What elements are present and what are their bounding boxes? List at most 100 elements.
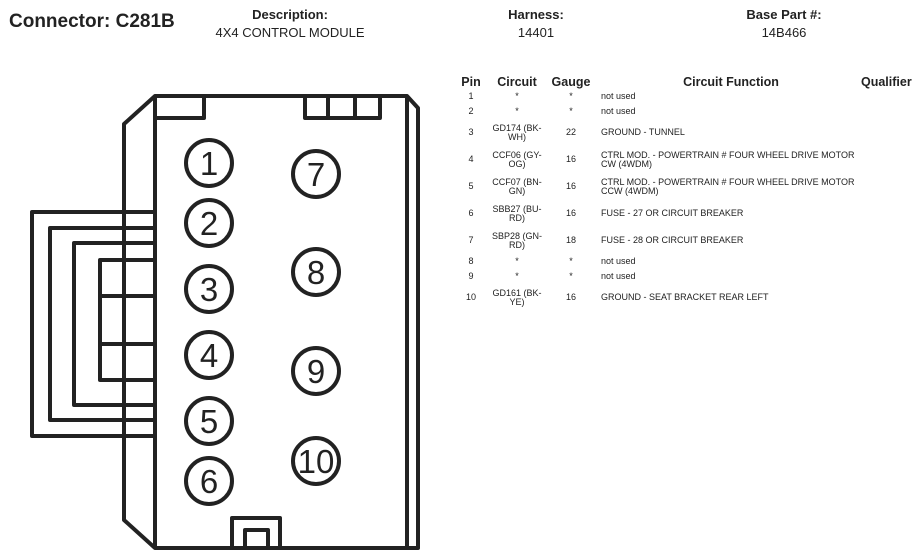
- pin-number-8: 8: [307, 254, 325, 291]
- pin-circle-7: [291, 149, 341, 199]
- pin-circle-9: [291, 346, 341, 396]
- col-header-circuit: Circuit: [497, 75, 537, 89]
- table-row: 9**not used: [455, 269, 912, 284]
- table-row: 6 SBB27 (BU-RD) 16 FUSE - 27 OR CIRCUIT BRE…: [455, 200, 912, 227]
- function-cell: CTRL MOD. - POWERTRAIN # FOUR WHEEL DRIV…: [601, 176, 855, 196]
- table-row: 3 GD174 (BK-WH) 22 GROUND - TUNNEL: [455, 119, 912, 146]
- pin-cell: 6: [468, 208, 474, 218]
- circuit-cell: GD161 (BK-YE): [492, 287, 542, 307]
- function-cell: GROUND - TUNNEL: [601, 127, 685, 137]
- function-cell: FUSE - 27 OR CIRCUIT BREAKER: [601, 208, 744, 218]
- table-row: 10 GD161 (BK-YE) 16 GROUND - SEAT BRACKET R…: [455, 284, 912, 311]
- connector-face-diagram: 1 2 3 4 5 6 7 8 9 10: [30, 94, 420, 550]
- col-header-pin: Pin: [461, 75, 481, 89]
- gauge-cell: *: [569, 271, 573, 281]
- pin-cell: 1: [468, 91, 474, 101]
- side-lock-inner: [72, 241, 155, 407]
- table-row: 8 * * not used: [455, 254, 912, 269]
- base-part-value: 14B466: [761, 25, 807, 40]
- pin-circles: 1 2 3 4 5 6 7 8 9 10: [184, 138, 341, 506]
- pin-cell: 4: [468, 154, 474, 164]
- gauge-cell: *: [569, 256, 573, 266]
- table-row: 1**not used: [455, 89, 912, 104]
- pin-circle-4: [184, 330, 234, 380]
- pin-cell: 7: [468, 235, 474, 245]
- pin-cell: 2: [468, 106, 474, 116]
- qualifier-cell: [861, 104, 912, 119]
- pin-circle-8: [291, 247, 341, 297]
- qualifier-cell: [861, 89, 912, 104]
- circuit-cell: SBP28 (GN-RD): [491, 230, 542, 250]
- table-row: 7 SBP28 (GN-RD) 18 FUSE - 28 OR CIRCUIT BRE…: [455, 227, 912, 254]
- pin-number-2: 2: [200, 205, 218, 242]
- qualifier-cell: [861, 146, 912, 173]
- pin-cell: 8: [468, 256, 474, 266]
- pin-number-3: 3: [200, 271, 218, 308]
- harness-label: Harness:: [508, 7, 564, 22]
- circuit-cell: *: [515, 106, 519, 116]
- pin-circle-5: [184, 396, 234, 446]
- gauge-cell: 16: [565, 154, 576, 164]
- circuit-cell: GD174 (BK-WH): [492, 122, 542, 142]
- table-row: 2 * * not used: [455, 104, 912, 119]
- harness-value: 14401: [517, 25, 555, 40]
- qualifier-cell: [861, 254, 912, 269]
- pin-circle-3: [184, 264, 234, 314]
- qualifier-cell: [861, 200, 912, 227]
- pin-number-1: 1: [200, 145, 218, 182]
- bottom-key: [243, 528, 270, 548]
- top-tab-left: [153, 96, 206, 120]
- pin-circle-2: [184, 198, 234, 248]
- circuit-cell: *: [515, 256, 519, 266]
- function-cell: CTRL MOD. - POWERTRAIN # FOUR WHEEL DRIV…: [601, 149, 855, 169]
- pin-number-6: 6: [200, 463, 218, 500]
- pin-cell: 10: [465, 292, 476, 302]
- pin-cell: 9: [468, 271, 474, 281]
- gauge-cell: 22: [565, 127, 576, 137]
- function-cell: not used: [601, 256, 636, 266]
- table-row: 4 CCF06 (GY-OG) 16 CTRL MOD. - POWERTRAIN #…: [455, 146, 912, 173]
- pin-number-7: 7: [307, 156, 325, 193]
- circuit-cell: *: [515, 91, 519, 101]
- qualifier-cell: [861, 227, 912, 254]
- table-row: 5 CCF07 (BN-GN) 16 CTRL MOD. - POWERTRAIN #…: [455, 173, 912, 200]
- gauge-cell: 16: [565, 208, 576, 218]
- connector-housing-inner: [153, 96, 409, 548]
- table-header-row: Pin Circuit Gauge Circuit Function Quali…: [455, 70, 911, 89]
- col-header-function: Circuit Function: [683, 75, 779, 89]
- pin-circle-1: [184, 138, 234, 188]
- pin-circle-10: [291, 436, 341, 486]
- pin-number-9: 9: [307, 353, 325, 390]
- col-header-gauge: Gauge: [551, 75, 591, 89]
- function-cell: not used: [601, 106, 636, 116]
- pin-circle-6: [184, 456, 234, 506]
- gauge-cell: *: [569, 106, 573, 116]
- pin-table: Pin Circuit Gauge Circuit Function Quali…: [455, 70, 912, 311]
- circuit-cell: CCF07 (BN-GN): [492, 176, 542, 196]
- qualifier-cell: [861, 284, 912, 311]
- qualifier-cell: [861, 269, 912, 284]
- pin-number-5: 5: [200, 403, 218, 440]
- base-part-label: Base Part #:: [746, 7, 822, 22]
- gauge-cell: *: [569, 91, 573, 101]
- circuit-cell: CCF06 (GY-OG): [492, 149, 542, 169]
- description-label: Description:: [252, 7, 328, 22]
- qualifier-cell: [861, 119, 912, 146]
- gauge-cell: 18: [565, 235, 576, 245]
- connector-title: Connector: C281B: [9, 11, 175, 32]
- function-cell: FUSE - 28 OR CIRCUIT BREAKER: [601, 235, 744, 245]
- function-cell: not used: [601, 271, 636, 281]
- pin-number-10: 10: [298, 443, 335, 480]
- circuit-cell: SBB27 (BU-RD): [492, 203, 542, 223]
- pin-number-4: 4: [200, 337, 218, 374]
- top-tab-right: [303, 96, 382, 120]
- pin-cell: 5: [468, 181, 474, 191]
- gauge-cell: 16: [565, 181, 576, 191]
- description-value: 4X4 CONTROL MODULE: [215, 25, 365, 40]
- function-cell: GROUND - SEAT BRACKET REAR LEFT: [601, 292, 769, 302]
- qualifier-cell: [861, 173, 912, 200]
- side-lock-mid: [48, 226, 155, 422]
- gauge-cell: 16: [565, 292, 576, 302]
- pin-cell: 3: [468, 127, 474, 137]
